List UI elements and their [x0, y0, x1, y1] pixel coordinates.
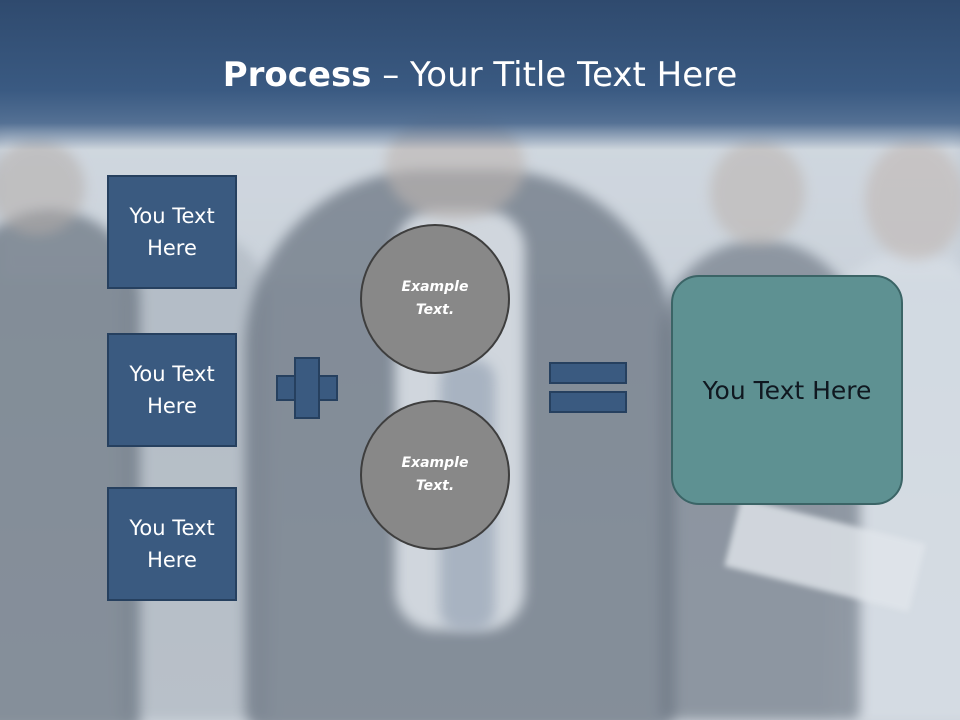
slide-title-rest: – Your Title Text Here	[371, 55, 738, 95]
text-box-3-line-2: Here	[147, 548, 197, 572]
text-box-3-line-1: You Text	[129, 516, 215, 540]
background-face-left	[0, 140, 85, 235]
example-circle-2-line-1: Example	[401, 455, 469, 471]
equals-icon-bottom-bar	[549, 391, 627, 413]
example-circle-1-line-1: Example	[401, 279, 469, 295]
background-face-right	[710, 140, 805, 245]
background-person-left	[0, 210, 140, 720]
slide-title-bold: Process	[222, 55, 372, 95]
example-circle-1-line-2: Text.	[415, 302, 455, 318]
text-box-1-line-2: Here	[147, 236, 197, 260]
slide-title[interactable]: Process – Your Title Text Here	[0, 52, 960, 98]
text-box-1-line-1: You Text	[129, 204, 215, 228]
plus-icon-center	[296, 377, 318, 399]
result-box[interactable]: You Text Here	[671, 275, 903, 505]
text-box-2-line-1: You Text	[129, 362, 215, 386]
result-box-label: You Text Here	[702, 375, 872, 405]
background-face-far-right	[865, 140, 960, 260]
example-circle-2-line-2: Text.	[415, 478, 455, 494]
equals-icon-top-bar	[549, 362, 627, 384]
title-bar	[0, 0, 960, 150]
text-box-2-line-2: Here	[147, 394, 197, 418]
